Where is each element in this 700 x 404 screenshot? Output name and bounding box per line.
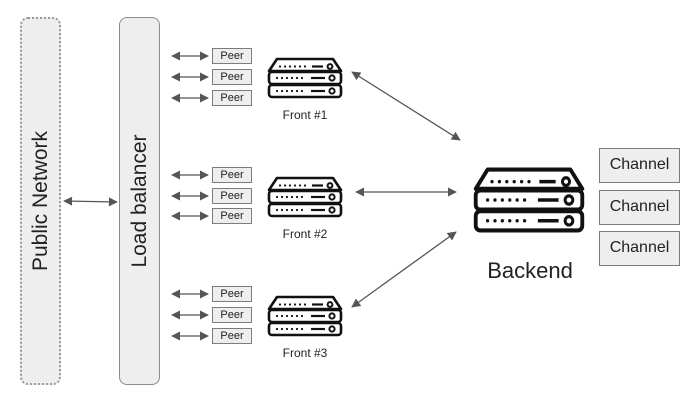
- peer-node: Peer: [212, 328, 252, 344]
- peer-node: Peer: [212, 90, 252, 106]
- edge-public-to-lb: [63, 196, 118, 207]
- peer-node: Peer: [212, 69, 252, 85]
- load-balancer: Load balancer: [119, 17, 160, 385]
- peer-node: Peer: [212, 307, 252, 323]
- peer-arrows: [171, 51, 209, 341]
- load-balancer-label: Load balancer: [127, 134, 151, 268]
- front-1-label: Front #1: [282, 108, 328, 122]
- peer-node: Peer: [212, 48, 252, 64]
- edge-front1-backend: [351, 71, 461, 141]
- front-1-server-icon: [269, 59, 341, 97]
- channel-node: Channel: [599, 231, 680, 266]
- front-3-server-icon: [269, 297, 341, 335]
- backend-server-icon: [476, 170, 583, 231]
- backend-label: Backend: [487, 258, 573, 283]
- peer-node: Peer: [212, 286, 252, 302]
- front-2-label: Front #2: [282, 227, 328, 241]
- channel-node: Channel: [599, 148, 680, 183]
- peer-node: Peer: [212, 208, 252, 224]
- front-3-label: Front #3: [282, 346, 328, 360]
- peer-node: Peer: [212, 188, 252, 204]
- channel-node: Channel: [599, 190, 680, 225]
- edge-front3-backend: [351, 231, 457, 308]
- public-network-zone: Public Network: [20, 17, 61, 385]
- public-network-label: Public Network: [28, 130, 52, 272]
- peer-node: Peer: [212, 167, 252, 183]
- front-2-server-icon: [269, 178, 341, 216]
